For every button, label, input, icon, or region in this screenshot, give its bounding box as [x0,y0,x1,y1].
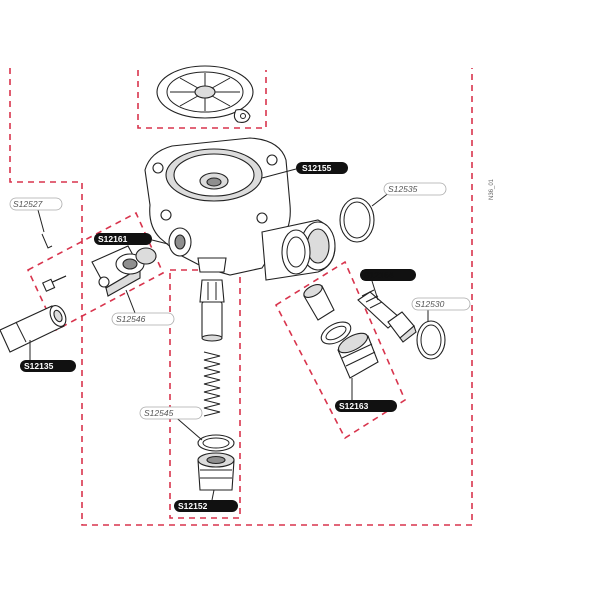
label-s12163-text: S12163 [339,401,369,411]
plunger-stack-s12152 [197,279,235,491]
label-s12530: S12530 [411,297,471,311]
label-s12135-text: S12135 [24,361,54,371]
label-s12527: S12527 [9,197,63,211]
valve-group-s12163 [303,284,379,379]
label-s12545: S12545 [139,406,203,420]
dashed-boundaries [9,68,473,526]
label-s12155-text: S12155 [302,163,332,173]
label-s12152-text: S12152 [178,501,208,511]
diaphragm-plate [156,65,254,123]
outer-boundary [9,68,473,526]
pump-housing [144,137,336,281]
top-diaphragm-boundary [137,70,267,129]
label-s12535: S12535 [383,182,447,196]
label-s12161: S12161 [94,233,152,245]
valve-block-s12546 [41,245,157,297]
drawing-code: N36_01 [489,178,495,200]
label-s12161-text: S12161 [98,234,128,244]
o-ring-s12535 [339,197,375,243]
label-s12135: S12135 [20,360,76,372]
pin-s12527 [41,233,53,249]
label-s12152: S12152 [174,500,238,512]
label-s12546: S12546 [111,312,175,326]
label-s12155: S12155 [296,162,348,174]
label-s12163: S12163 [335,400,397,412]
label-s12164: S12164 [360,269,416,281]
piston-s12135 [0,305,67,353]
label-s12527-text: S12527 [13,199,43,209]
fitting-s12164 [357,289,417,343]
label-s12164-text: S12164 [364,270,394,280]
label-s12535-text: S12535 [388,184,418,194]
label-s12530-text: S12530 [415,299,445,309]
s12163-group-boundary [274,260,407,440]
label-s12545-text: S12545 [144,408,174,418]
o-ring-s12530 [416,320,446,360]
label-s12546-text: S12546 [116,314,146,324]
